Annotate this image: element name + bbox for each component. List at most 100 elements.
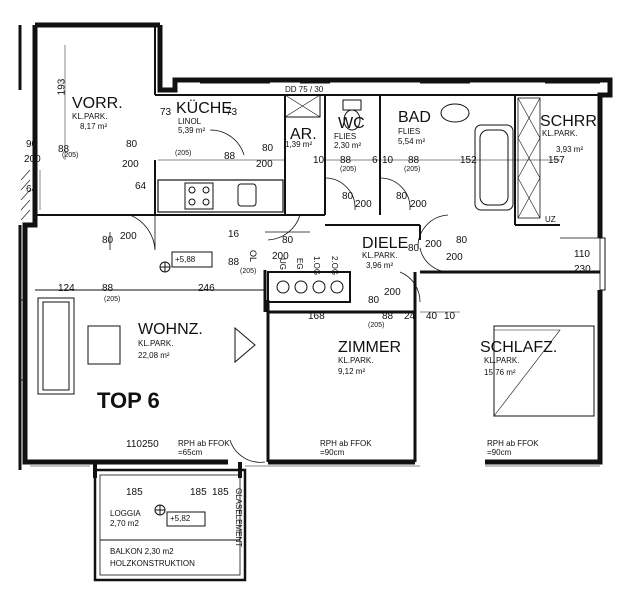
- dim-text: 80: [456, 235, 468, 246]
- sink: [237, 183, 257, 207]
- dim-text: 250: [142, 439, 159, 450]
- dim-text: (205): [175, 150, 192, 157]
- dim-text: (205): [240, 268, 257, 275]
- dim-text: 200: [24, 154, 41, 165]
- room-loggia-area: 2,70 m2: [110, 519, 139, 528]
- dim-text: 200: [446, 252, 463, 263]
- dd-x: [284, 94, 321, 118]
- level-marker: [155, 505, 165, 515]
- dim-text: 110: [574, 249, 590, 260]
- dim-text: 88: [382, 311, 394, 322]
- dim-text: 80: [368, 295, 380, 306]
- dim-text: (205): [404, 166, 421, 173]
- schrr-wall: [515, 94, 600, 226]
- dim-text: 80: [342, 191, 354, 202]
- counter: [157, 179, 284, 213]
- room-wc-area: 2,30 m²: [334, 141, 362, 150]
- stove: [184, 182, 214, 210]
- inner-wall: [263, 270, 600, 462]
- room-schrr-area: 3,93 m²: [556, 145, 584, 154]
- room-bad-area: 5,54 m²: [398, 137, 426, 146]
- bathtub-inner: [479, 129, 509, 206]
- room-vorr-floor: KL.PARK.: [72, 112, 108, 121]
- wardrobe-x: [517, 97, 541, 219]
- dim-text: 200: [410, 199, 427, 210]
- room-wc-name: WC: [338, 115, 365, 132]
- dim-text: 200: [256, 159, 273, 170]
- dim-text: 80: [396, 191, 408, 202]
- dim-text: 10: [444, 311, 456, 322]
- dim-text: 200: [122, 159, 139, 170]
- ol-label: OL: [248, 250, 258, 263]
- dim-text: (205): [104, 296, 121, 303]
- dim-text: 6: [372, 155, 378, 166]
- room-schrr-floor: KL.PARK.: [542, 129, 578, 138]
- uz-label: UZ: [545, 215, 556, 224]
- window: [19, 79, 606, 381]
- toilet-bowl: [343, 109, 361, 131]
- loggia-outline: [93, 468, 247, 582]
- dim-text: 80: [102, 235, 114, 246]
- room-kueche-area: 5,39 m²: [178, 126, 206, 135]
- tv-triangle: [234, 326, 256, 364]
- dim-text: (205): [340, 166, 357, 173]
- room-wohnz-area: 22,08 m²: [138, 351, 170, 360]
- basin: [440, 103, 470, 123]
- room-diele-floor: KL.PARK.: [362, 251, 398, 260]
- unit-label: TOP 6: [97, 388, 160, 413]
- dim-text: 110: [126, 439, 142, 450]
- dim-text: 185: [190, 487, 207, 498]
- wardrobe: [517, 97, 541, 219]
- dd-label: DD 75 / 30: [285, 85, 324, 94]
- rph-label: RPH ab FFOK: [487, 439, 539, 448]
- room-loggia-name: LOGGIA: [110, 509, 141, 518]
- door-swing: [109, 129, 601, 463]
- diele-wall: [325, 224, 421, 240]
- dim-text: 230: [574, 264, 591, 275]
- dim-text: 88: [228, 257, 240, 268]
- burner: [188, 198, 196, 206]
- room-vorr-name: VORR.: [72, 95, 123, 112]
- og1-label: 1.OG: [312, 256, 321, 276]
- flue: [276, 280, 290, 294]
- table: [87, 325, 121, 365]
- dim-text: 200: [272, 251, 289, 262]
- room-zimmer-name: ZIMMER: [338, 339, 402, 356]
- rph-label: RPH ab FFOK: [178, 439, 230, 448]
- dim-text: 200: [384, 287, 401, 298]
- dimension-line: [35, 45, 560, 313]
- room-vorr-area: 8,17 m²: [80, 122, 108, 131]
- dim-text: 152: [460, 155, 477, 166]
- dim-text: 73: [226, 107, 238, 118]
- level-main: +5,88: [175, 255, 196, 264]
- glas-label: GLASELEMENT: [234, 488, 243, 548]
- dim-text: 157: [548, 155, 565, 166]
- room-kueche-name: KÜCHE: [176, 100, 233, 117]
- room-diele-area: 3,96 m²: [366, 261, 394, 270]
- room-kueche-floor: LINOL: [178, 117, 202, 126]
- dim-text: 88: [408, 155, 420, 166]
- room-schrr-name: SCHRR.: [540, 113, 602, 130]
- room-zimmer-floor: KL.PARK.: [338, 356, 374, 365]
- dim-text: 10: [313, 155, 325, 166]
- dim-text: 80: [262, 143, 274, 154]
- dim-text: 246: [198, 283, 215, 294]
- room-wohnz-name: WOHNZ.: [138, 321, 203, 338]
- level-marker: [160, 262, 170, 272]
- bed-cover: [493, 329, 561, 417]
- sofa-inner: [42, 301, 70, 391]
- dim-text: 200: [355, 199, 372, 210]
- burner: [188, 186, 196, 194]
- dim-text: 88: [58, 144, 70, 155]
- dim-text: 88: [224, 151, 236, 162]
- balkon-line1: BALKON 2,30 m2: [110, 547, 174, 556]
- dim-text: 73: [160, 107, 172, 118]
- room-diele-name: DIELE: [362, 235, 409, 252]
- og2-label: 2.OG: [330, 256, 339, 276]
- toilet: [342, 99, 362, 111]
- dim-text: 80: [126, 139, 138, 150]
- room-ar-area: 1,39 m²: [285, 140, 313, 149]
- flue: [330, 280, 344, 294]
- dim-text: (205): [62, 152, 79, 159]
- level-box: [171, 251, 213, 268]
